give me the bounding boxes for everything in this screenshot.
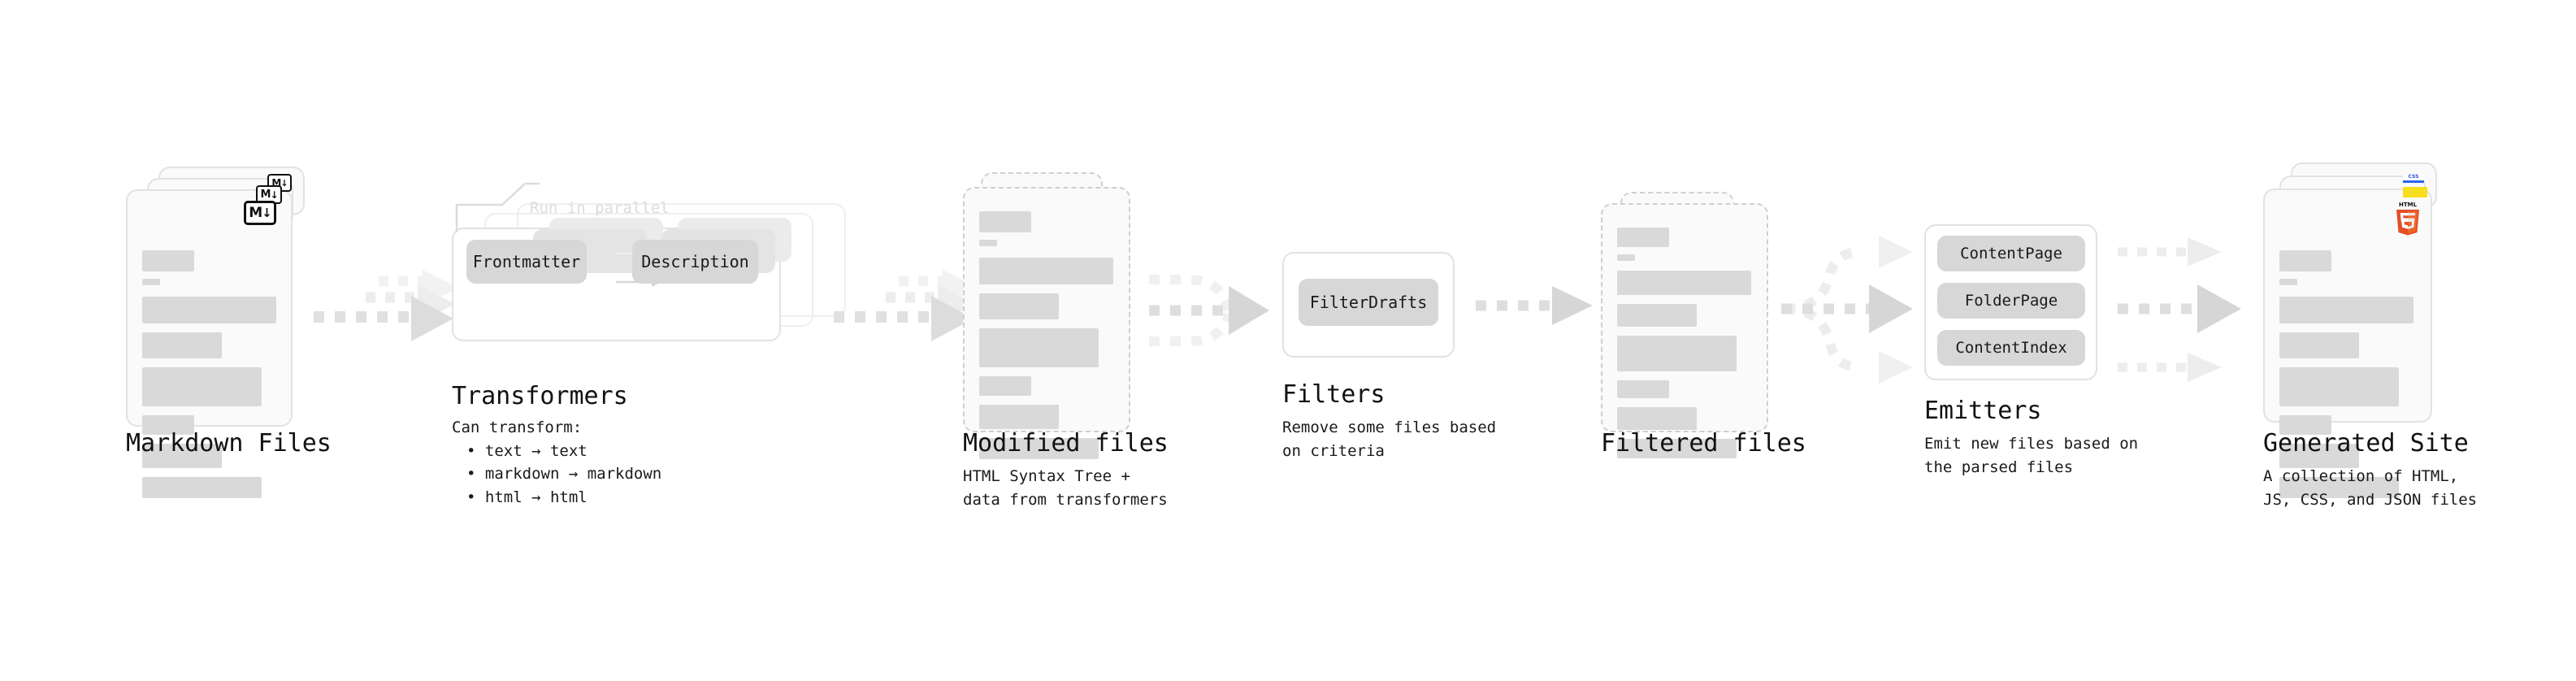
content-bar — [142, 332, 222, 358]
content-bar — [1617, 254, 1635, 261]
desc-line: the parsed files — [1924, 458, 2074, 476]
content-bar — [1617, 407, 1697, 430]
content-bar — [2279, 332, 2359, 358]
content-bar — [2279, 279, 2297, 285]
run-in-parallel-bracket — [455, 182, 540, 232]
chip-label: ContentPage — [1960, 245, 2062, 262]
js-icon — [2403, 187, 2427, 197]
filter-chip-filterdrafts[interactable]: FilterDrafts — [1299, 279, 1438, 326]
content-bar — [142, 279, 160, 285]
content-bar — [979, 438, 1099, 459]
filters-description: Remove some files based on criteria — [1282, 416, 1496, 462]
content-bar — [979, 211, 1031, 232]
modified-files-description: HTML Syntax Tree + data from transformer… — [963, 465, 1168, 511]
chip-label: Frontmatter — [472, 252, 581, 271]
content-bar — [1617, 271, 1751, 295]
content-bar — [2279, 477, 2399, 498]
content-bar — [142, 444, 222, 468]
content-bar — [979, 293, 1059, 319]
generated-site-title: Generated Site — [2263, 429, 2469, 458]
content-bar — [979, 376, 1031, 396]
filters-title: Filters — [1282, 380, 1386, 409]
css-icon: CSS — [2403, 174, 2424, 183]
arrow-emitters-to-site — [2118, 237, 2241, 382]
emitter-chip-contentpage[interactable]: ContentPage — [1937, 236, 2085, 271]
desc-line: JS, CSS, and JSON files — [2263, 490, 2478, 509]
content-bar — [1617, 439, 1737, 458]
markdown-files-title: Markdown Files — [126, 429, 332, 458]
filtered-files-title: Filtered files — [1601, 429, 1806, 458]
content-bar — [1617, 304, 1697, 327]
emitters-description: Emit new files based on the parsed files — [1924, 432, 2138, 479]
emitter-chip-contentindex[interactable]: ContentIndex — [1937, 330, 2085, 366]
content-bar — [142, 477, 262, 498]
markdown-files-stack: M↓ M↓ M↓ — [126, 167, 305, 498]
chip-label: ContentIndex — [1955, 339, 2067, 357]
transformers-desc-heading: Can transform: — [452, 419, 583, 436]
run-in-parallel-note: Run in parallel — [530, 199, 670, 217]
content-bar — [979, 328, 1099, 367]
content-bar — [1617, 228, 1669, 247]
card-content — [979, 211, 1113, 468]
desc-line: data from transformers — [963, 490, 1168, 509]
modified-files-stack — [963, 172, 1142, 459]
desc-line: on criteria — [1282, 441, 1385, 460]
desc-line: A collection of HTML, — [2263, 467, 2459, 485]
content-bar — [1617, 336, 1737, 371]
emitters-title: Emitters — [1924, 397, 2042, 425]
transformers-desc-item: • html → html — [466, 488, 588, 506]
transformer-chip-frontmatter[interactable]: Frontmatter — [466, 240, 587, 284]
transformers-desc-item: • markdown → markdown — [466, 465, 662, 483]
html5-wordmark: HTML — [2399, 202, 2418, 208]
html5-icon: HTML — [2393, 200, 2422, 236]
modified-files-title: Modified files — [963, 429, 1169, 458]
desc-line: HTML Syntax Tree + — [963, 467, 1130, 485]
card-content — [1617, 228, 1751, 467]
transformers-desc-item: • text → text — [466, 441, 588, 460]
filtered-files-stack — [1601, 192, 1780, 458]
emitter-chip-folderpage[interactable]: FolderPage — [1937, 283, 2085, 319]
content-bar — [2279, 297, 2413, 323]
markdown-icon: M↓ — [244, 201, 276, 225]
content-bar — [979, 405, 1059, 429]
content-bar — [142, 415, 194, 435]
chip-label: FilterDrafts — [1309, 293, 1428, 312]
arrow-markdown-to-transformers — [314, 270, 458, 341]
content-bar — [979, 240, 997, 246]
generated-site-description: A collection of HTML, JS, CSS, and JSON … — [2263, 465, 2477, 511]
content-bar — [2279, 444, 2359, 468]
transformer-chip-description[interactable]: Description — [632, 240, 758, 284]
generated-site-stack: CSS HTML — [2263, 163, 2450, 498]
desc-line: Remove some files based — [1282, 419, 1497, 436]
arrow-filters-to-filtered — [1476, 286, 1593, 325]
markdown-icon-mid: M↓ — [256, 185, 282, 204]
content-bar — [2279, 415, 2331, 435]
content-bar — [1617, 380, 1669, 398]
content-bar — [2279, 250, 2331, 271]
chip-label: FolderPage — [1964, 292, 2058, 310]
transformers-description: Can transform: • text → text • markdown … — [452, 416, 661, 509]
desc-line: Emit new files based on — [1924, 435, 2139, 453]
content-bar — [979, 258, 1113, 284]
chip-label: Description — [641, 252, 749, 271]
arrow-branch-to-emitters — [1781, 236, 1913, 384]
content-bar — [142, 367, 262, 406]
content-bar — [2279, 367, 2399, 406]
card-content — [142, 250, 276, 507]
transformers-title: Transformers — [452, 382, 628, 410]
content-bar — [142, 297, 276, 323]
arrow-merge-to-filters — [1149, 275, 1269, 346]
arrow-transformers-to-modified — [834, 270, 978, 341]
content-bar — [142, 250, 194, 271]
card-content — [2279, 250, 2413, 507]
